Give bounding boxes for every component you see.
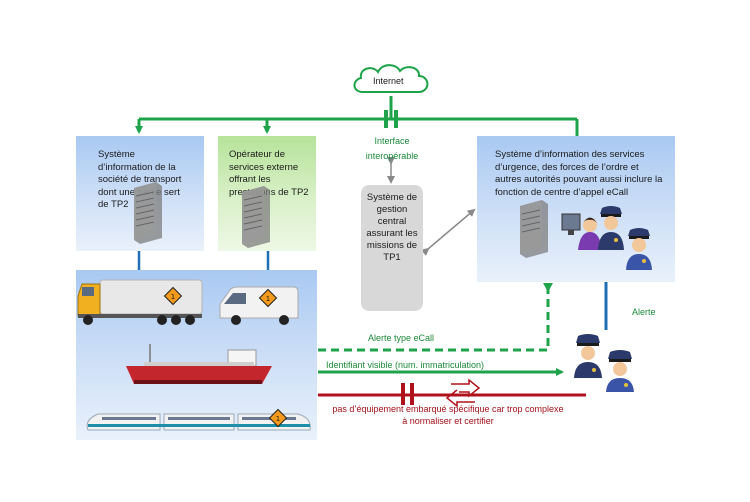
internet-label: Internet	[373, 76, 404, 86]
hazmat-icon: 1	[258, 288, 278, 308]
police-officer-icon	[626, 228, 652, 270]
emergency-services-text: Système d’information des services d’urg…	[495, 149, 663, 198]
emergency-services-box: Système d’information des services d’urg…	[477, 136, 675, 282]
server-icon	[242, 186, 270, 248]
no-equipment-label: pas d’équipement embarqué spécifique car…	[332, 404, 564, 426]
train-icon	[86, 413, 311, 431]
interface-bar-left	[384, 110, 388, 128]
police-officer-icon	[598, 206, 624, 250]
svg-text:1: 1	[276, 415, 280, 423]
truck-icon	[77, 279, 203, 325]
visible-id-label: Identifiant visible (num. immatriculatio…	[326, 360, 485, 370]
server-icon	[134, 182, 162, 244]
svg-text:1: 1	[266, 295, 270, 303]
police-officer-icon	[606, 350, 634, 392]
broken-link-icon	[445, 378, 481, 408]
cloud-icon	[353, 64, 429, 93]
svg-text:1: 1	[171, 293, 175, 301]
center-to-emergency-arrow	[420, 208, 476, 256]
alert-label: Alerte	[632, 307, 656, 317]
hazmat-icon: 1	[163, 286, 183, 306]
police-officer-icon	[574, 334, 602, 378]
ship-icon	[126, 344, 272, 384]
central-system-box: Système de gestion central assurant les …	[361, 185, 423, 311]
server-icon	[520, 200, 548, 258]
central-system-text: Système de gestion central assurant les …	[366, 192, 418, 263]
interface-label: Interface interopérable	[365, 136, 419, 161]
van-icon	[219, 286, 299, 325]
ecall-alert-label: Alerte type eCall	[368, 333, 435, 343]
hazmat-icon: 1	[268, 408, 288, 428]
operator-icon	[561, 213, 602, 250]
interface-bar-right	[394, 110, 398, 128]
